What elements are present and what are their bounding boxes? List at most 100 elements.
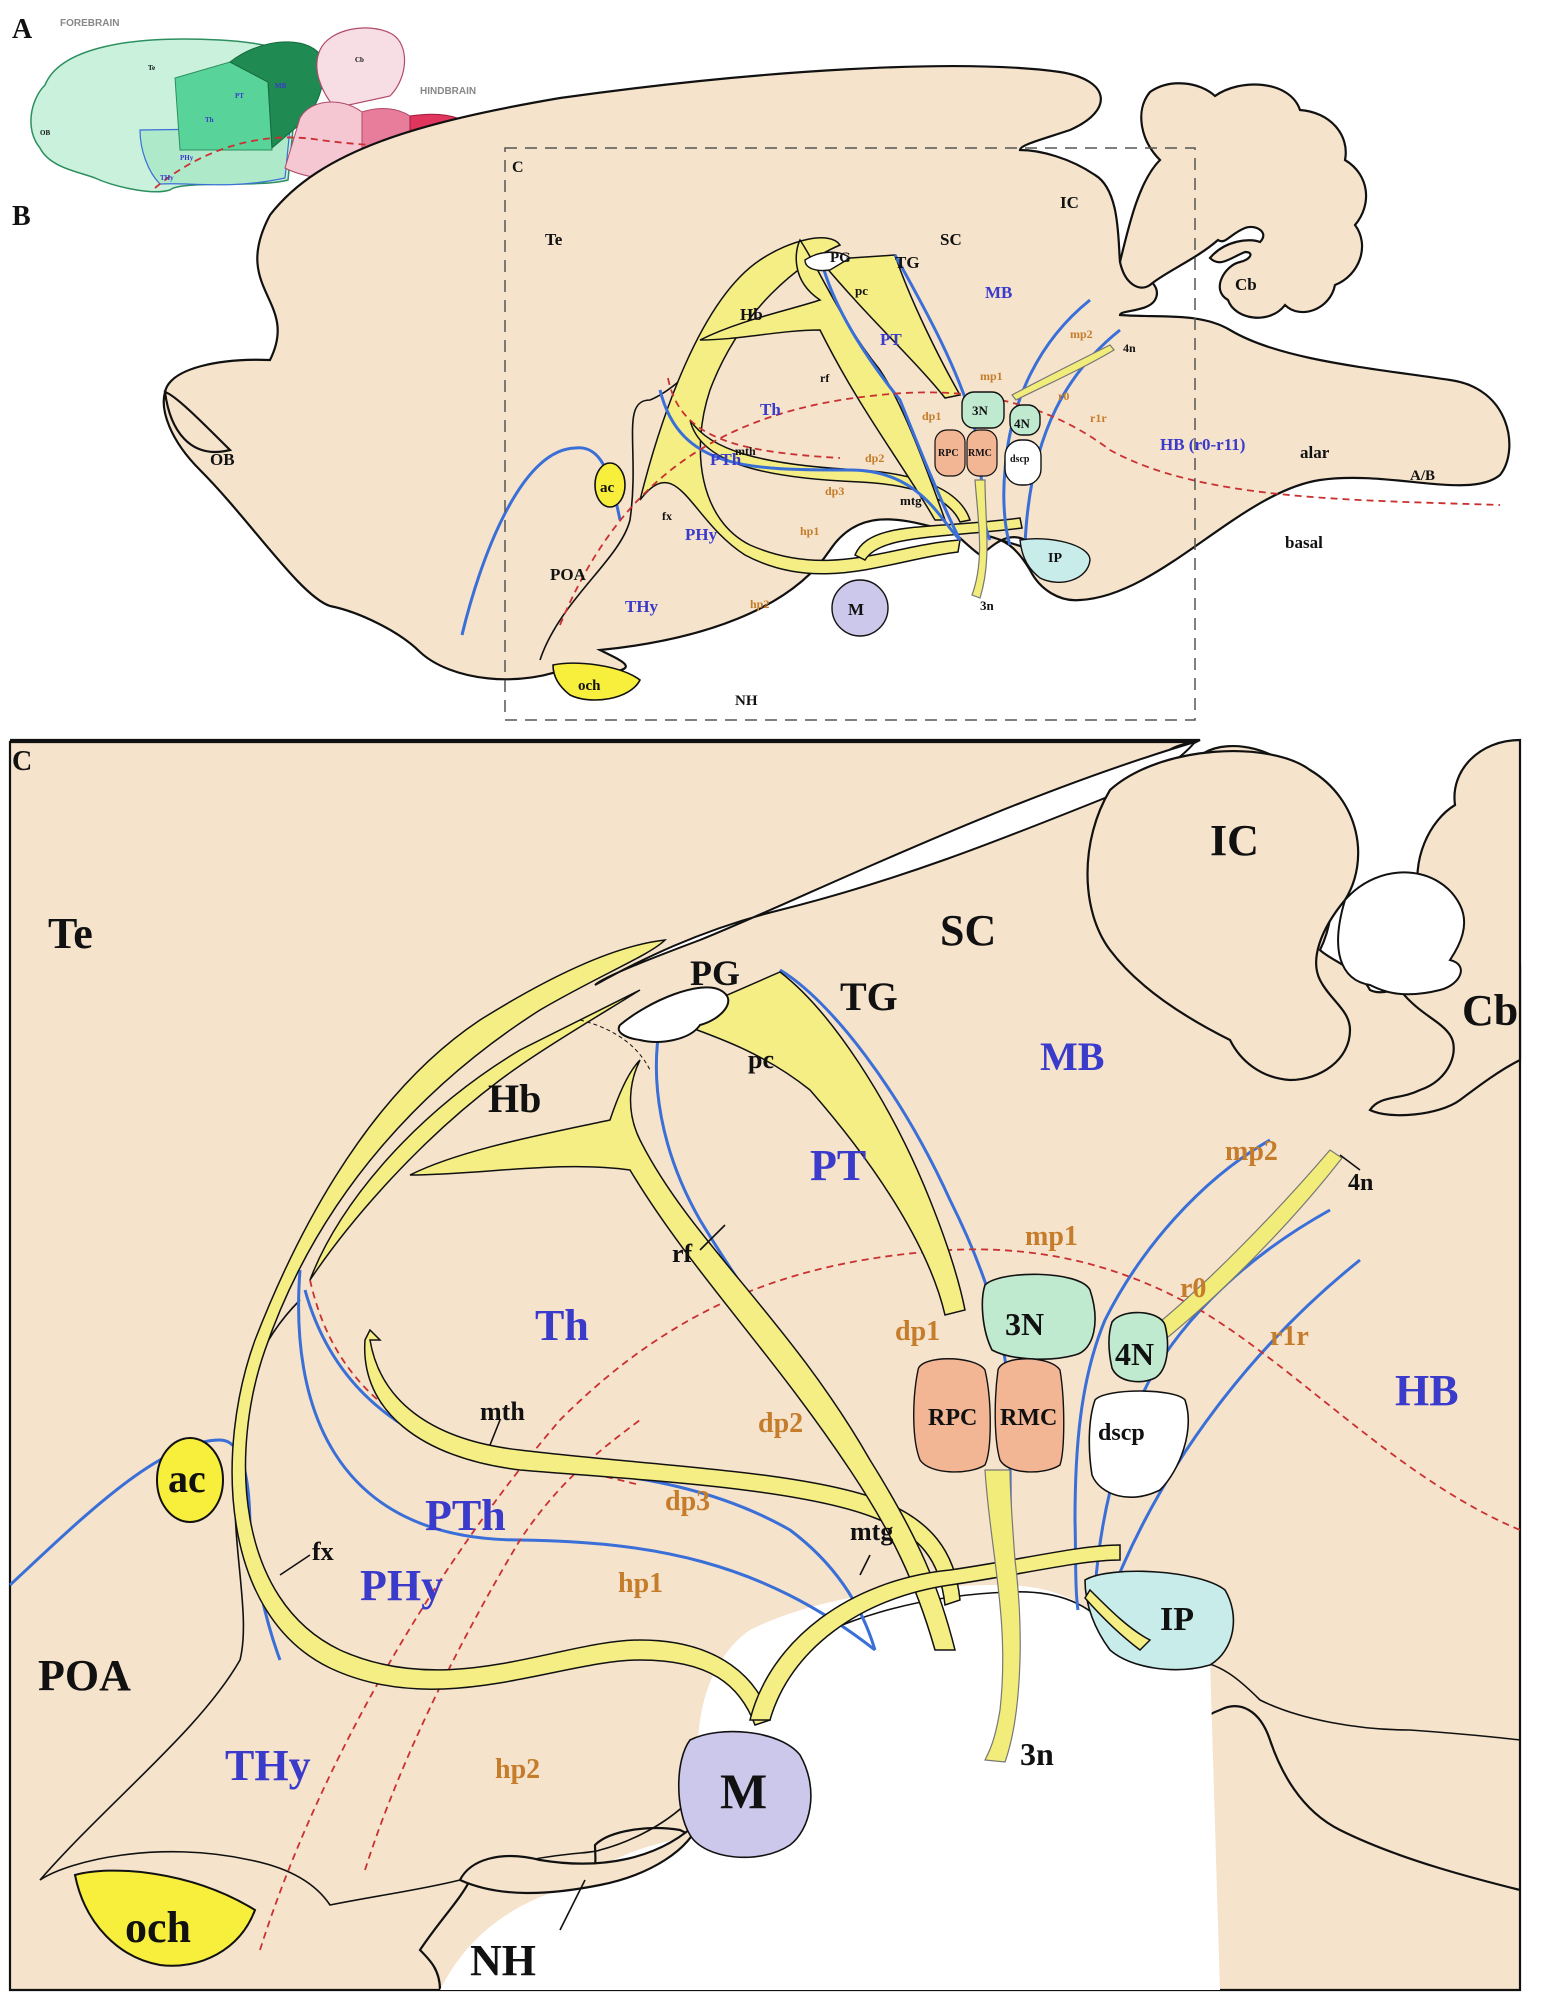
b-nucleus-rpc (934, 429, 966, 477)
c-mtg-label: mtg (850, 1517, 893, 1546)
c-4n-label: 4N (1115, 1336, 1154, 1372)
b-red-th (667, 377, 841, 459)
b-nucleus-m (831, 579, 889, 637)
b-mth-label: mth (735, 444, 756, 458)
c-blue-hb2 (1103, 1258, 1361, 1611)
b-fx-label: fx (662, 509, 672, 523)
inset-hindbrain-label: HINDBRAIN (420, 86, 476, 97)
c-hp1-label: hp1 (618, 1568, 663, 1599)
c-mtg-tract (749, 1544, 1121, 1721)
c-och-nucleus (73, 1869, 257, 1967)
c-nucleus-3n (981, 1273, 1096, 1360)
inset-cerebellum-region (316, 27, 406, 109)
b-m-label: M (848, 600, 864, 619)
c-te-label: Te (48, 909, 93, 958)
c-pg-label: PG (690, 953, 740, 993)
b-hp2-label: hp2 (750, 597, 769, 611)
b-3n-nerve (971, 479, 988, 599)
inset-te-label: Te (148, 64, 155, 72)
c-cb-label: Cb (1462, 986, 1518, 1035)
c-pc-label: pc (748, 1045, 774, 1074)
inset-ob-label: OB (40, 129, 50, 137)
panel-letter-b: B (12, 201, 31, 232)
b-panel-c-box-letter: C (512, 159, 524, 176)
c-och-label: och (125, 1903, 191, 1952)
c-nucleus-rmc (994, 1358, 1065, 1473)
b-blue-pt (818, 254, 962, 541)
b-ip-label: IP (1048, 551, 1062, 566)
c-pg-white (617, 986, 730, 1043)
b-sc-label: SC (940, 230, 962, 249)
b-hb-label: Hb (740, 305, 763, 324)
b-tg-label: TG (895, 253, 920, 272)
c-ac-nucleus (156, 1437, 224, 1523)
c-hp2-label: hp2 (495, 1754, 540, 1785)
b-ob-label: OB (210, 450, 235, 469)
c-mth-leader (489, 1419, 501, 1446)
b-phy-label: PHy (685, 525, 718, 544)
b-3n-nerve-label: 3n (980, 598, 995, 613)
b-pc-label: pc (855, 283, 868, 298)
c-rf-leader (699, 1224, 726, 1251)
c-fornix-inner (309, 989, 641, 1281)
c-pth-label: PTh (425, 1491, 506, 1540)
c-nucleus-rpc (913, 1358, 991, 1473)
c-hb-dashed (579, 1019, 651, 1071)
b-rmc-label: RMC (968, 448, 992, 459)
b-mtg-label: mtg (900, 493, 922, 508)
b-dp3-label: dp3 (825, 484, 844, 498)
c-mth-label: mth (480, 1397, 525, 1426)
b-blue-hb (1023, 328, 1121, 546)
inset-cb-label: Cb (355, 56, 364, 64)
c-mtg-leader (859, 1554, 871, 1576)
b-pg-shape (804, 251, 852, 272)
c-upper-white-gap (594, 740, 1198, 986)
b-3n-label: 3N (972, 403, 989, 418)
c-hb-label: Hb (488, 1076, 541, 1121)
c-thy-label: THy (225, 1741, 311, 1790)
b-cb-label: Cb (1235, 275, 1257, 294)
c-nucleus-ip (1084, 1570, 1235, 1671)
c-tg-label: TG (840, 974, 898, 1019)
c-red-hp (364, 1419, 641, 1871)
b-rf-label: rf (820, 371, 830, 385)
panel-c: C Te IC SC Cb PG TG MB Hb pc PT rf Th mt… (8, 738, 1522, 1992)
c-fx-leader (279, 1554, 311, 1576)
c-pc-tract (668, 971, 966, 1316)
b-nucleus-dscp (1004, 439, 1042, 486)
b-blue-th (658, 389, 962, 542)
panel-a-inset: FOREBRAIN HINDBRAIN Te OB Cb Th PT MB PH… (30, 18, 482, 193)
c-4n-nerve (1149, 1149, 1343, 1343)
b-pc-tract (818, 254, 962, 399)
b-ab-label: A/B (1410, 468, 1435, 484)
c-fornix (231, 939, 771, 1726)
inset-th-label: Th (205, 116, 214, 124)
b-fornix (639, 237, 961, 575)
b-panel-c-box (504, 147, 1196, 721)
c-dscp-label: dscp (1098, 1420, 1145, 1446)
inset-forebrain-label: FOREBRAIN (60, 18, 119, 29)
c-fx-label: fx (312, 1537, 334, 1566)
b-4n-label: 4N (1014, 416, 1031, 431)
b-mp2-label: mp2 (1070, 327, 1093, 341)
b-cerebellum (1118, 82, 1368, 319)
c-nh-label: NH (470, 1936, 536, 1985)
c-ic-label: IC (1210, 816, 1259, 865)
inset-pt-label: PT (235, 92, 244, 100)
c-mth-tract (364, 1328, 961, 1607)
c-r1r-label: r1r (1270, 1321, 1309, 1352)
b-th-label: Th (760, 400, 781, 419)
b-alar-label: alar (1300, 443, 1330, 462)
panel-b: Te OB POA ac och NH PG TG SC IC Cb MB Hb… (162, 65, 1511, 721)
c-ic-bump (1086, 750, 1360, 1082)
c-4n-leader (1339, 1154, 1361, 1171)
b-rpc-label: RPC (938, 448, 959, 459)
b-r1r-label: r1r (1090, 411, 1107, 425)
c-mb-label: MB (1040, 1034, 1104, 1079)
b-hp1-label: hp1 (800, 524, 819, 538)
panel-letter-a: A (12, 14, 33, 45)
b-blue-mb (1002, 298, 1091, 546)
b-4n-nerve (1011, 344, 1115, 401)
b-hb-range-label: HB (r0-r11) (1160, 435, 1245, 454)
b-r0-label: r0 (1058, 389, 1069, 403)
